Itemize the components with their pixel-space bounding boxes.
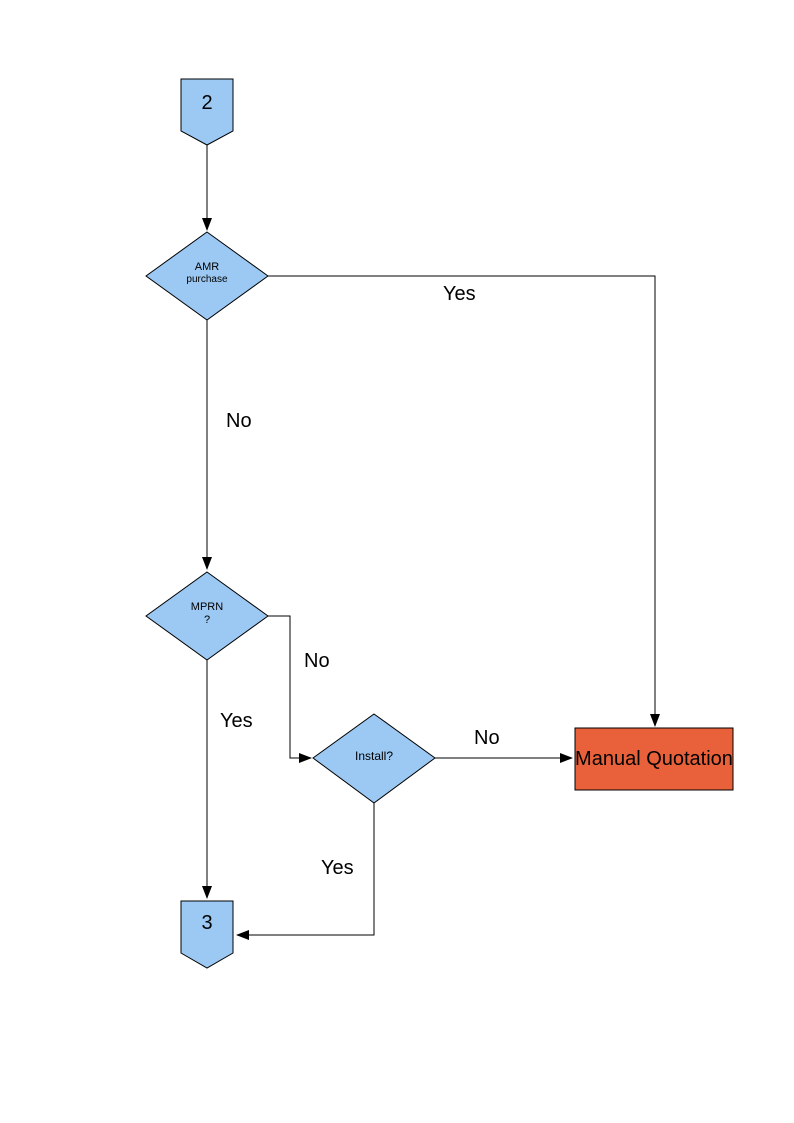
decision-mprn-shape[interactable] xyxy=(145,571,269,661)
edge-label-amr-yes: Yes xyxy=(443,283,476,305)
offpage-connector-2-label: 2 xyxy=(201,92,213,114)
decision-amr-line1: AMR xyxy=(194,261,220,273)
edge-label-mprn-no: No xyxy=(304,650,330,672)
decision-mprn-line2: ? xyxy=(203,613,211,626)
edge-label-amr-no: No xyxy=(226,410,252,432)
edge-label-mprn-yes: Yes xyxy=(220,710,253,732)
edge-label-install-yes: Yes xyxy=(321,857,354,879)
decision-amr-purchase-label: AMR purchase xyxy=(146,261,268,285)
offpage-connector-2-shape[interactable] xyxy=(180,78,234,146)
decision-install-shape[interactable] xyxy=(312,713,436,804)
process-manual-quotation-label: Manual Quotation xyxy=(575,747,733,770)
decision-mprn-label: MPRN ? xyxy=(146,601,268,626)
edge-mprn-no-to-install xyxy=(268,615,312,763)
edge-amr-yes-to-manual-quotation xyxy=(268,275,660,727)
decision-mprn-line1: MPRN xyxy=(190,601,224,613)
edge-install-yes-to-connector-3 xyxy=(236,803,375,940)
offpage-connector-3-shape[interactable] xyxy=(180,900,234,969)
process-manual-quotation-shape[interactable] xyxy=(574,727,734,791)
edge-label-install-no: No xyxy=(474,727,500,749)
decision-install-label: Install? xyxy=(354,749,394,763)
decision-amr-line2: purchase xyxy=(186,273,228,285)
offpage-connector-3-label: 3 xyxy=(201,912,213,934)
decision-amr-purchase-shape[interactable] xyxy=(145,231,269,321)
